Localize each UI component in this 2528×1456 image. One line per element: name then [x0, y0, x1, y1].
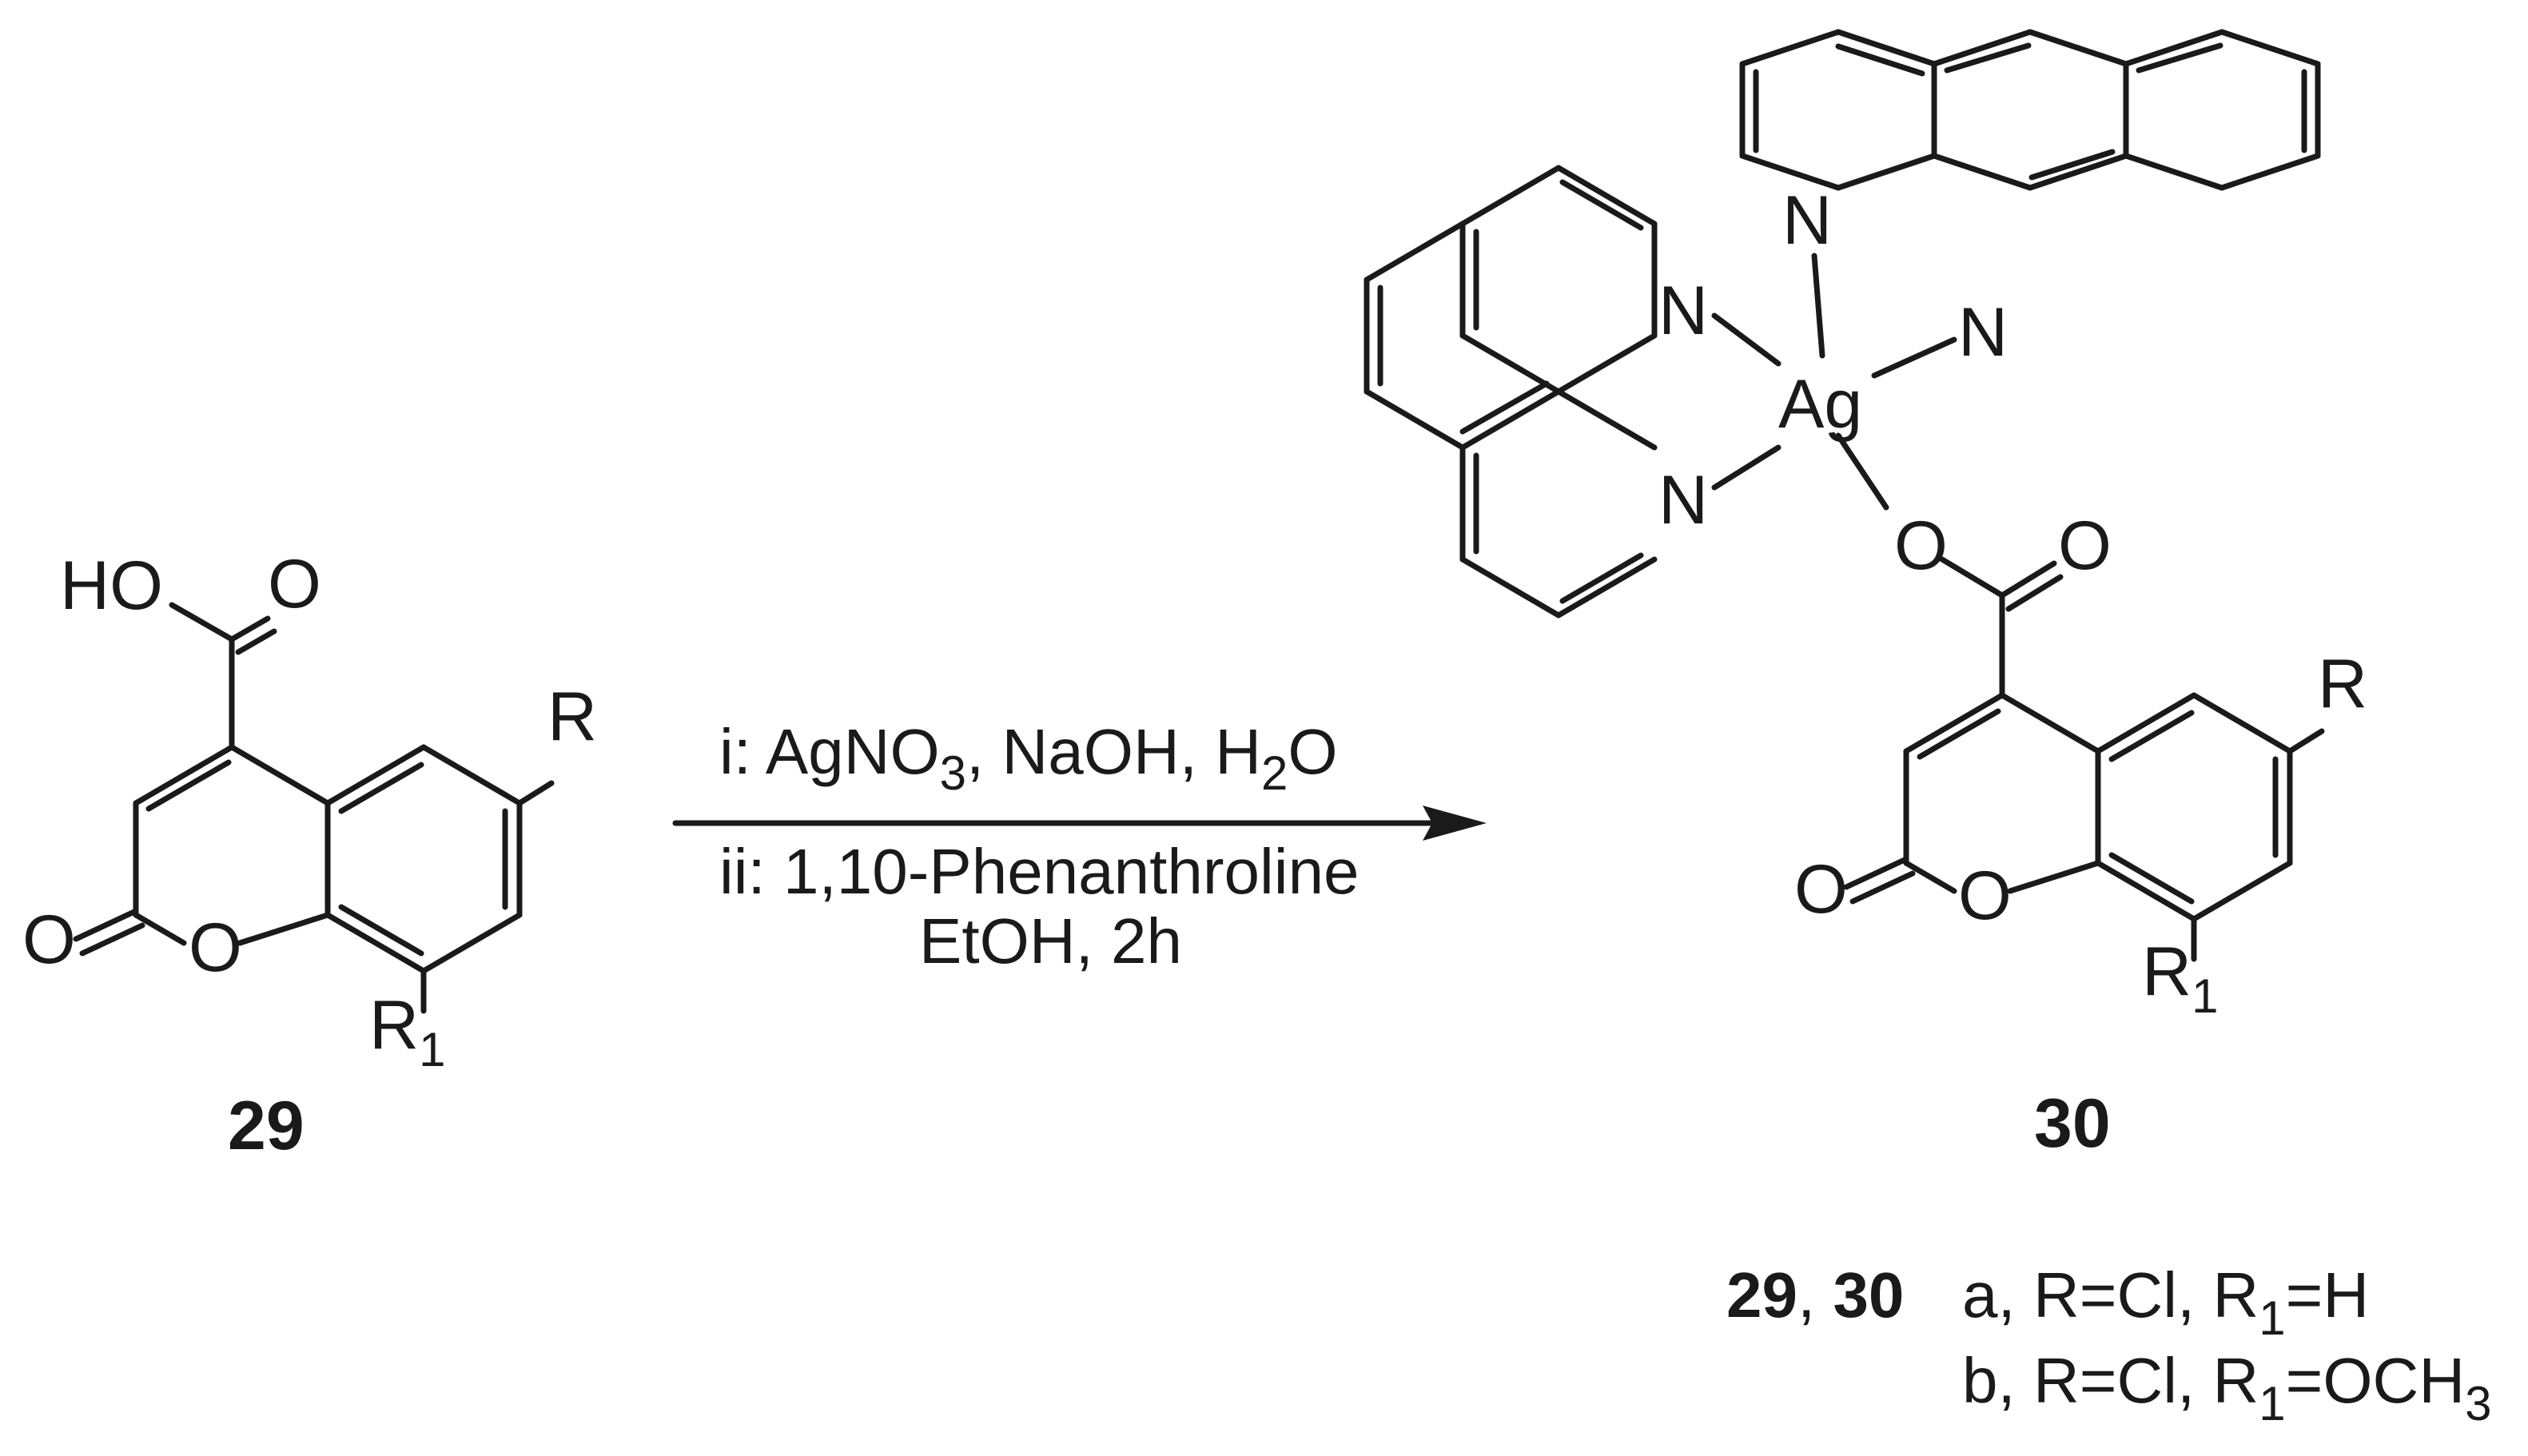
reactant-29-structure: HO O R O O R1 — [22, 546, 597, 1076]
condition-1-sub-2: 2 — [1261, 746, 1288, 800]
product-silver-label: Ag — [1778, 366, 1862, 443]
reactant-carboxyl-oxygen-label: O — [268, 546, 321, 623]
reactant-carbonyl-oxygen-label: O — [22, 901, 76, 978]
condition-1-sub-3: 3 — [940, 746, 966, 800]
product-carbonyl-oxygen-label: O — [2058, 507, 2112, 584]
product-nitrogen-2-label: N — [1958, 294, 2008, 371]
reactant-hydroxyl-label: HO — [60, 547, 163, 624]
arrow-head-icon — [1423, 806, 1487, 841]
variant-compound-30: 30 — [1833, 1259, 1904, 1331]
reactant-r1-label: R1 — [369, 987, 445, 1076]
condition-step-3: EtOH, 2h — [919, 905, 1182, 977]
product-r1-label: R1 — [2142, 933, 2218, 1023]
reactant-ring-oxygen-label: O — [189, 909, 242, 986]
variant-b-suffix: =OCH — [2286, 1345, 2466, 1416]
product-30-bonds — [1364, 29, 2325, 962]
reactant-29-bonds — [73, 602, 555, 1014]
product-ring-oxygen-label: O — [1958, 857, 2012, 934]
product-carboxylate-oxygen-label: O — [1894, 507, 1948, 584]
condition-1-prefix: i: AgNO — [719, 716, 940, 787]
condition-step-2: ii: 1,10-Phenanthroline — [719, 836, 1360, 907]
product-r-label: R — [2318, 646, 2367, 722]
reactant-r1-subscript: 1 — [419, 1023, 445, 1076]
reaction-arrow — [672, 806, 1487, 841]
product-30-label: 30 — [2034, 1085, 2111, 1162]
condition-step-1: i: AgNO3, NaOH, H2O — [719, 716, 1338, 800]
product-30-structure: N N N N Ag O O R O O R1 — [1364, 29, 2367, 1023]
condition-1-mid: , NaOH, H — [966, 716, 1261, 787]
product-r1-subscript: 1 — [2192, 969, 2218, 1023]
condition-1-suffix: O — [1288, 716, 1337, 787]
variant-a-prefix: a, R=Cl, R — [1962, 1259, 2259, 1331]
product-nitrogen-3-label: N — [1658, 273, 1708, 349]
variant-compounds: 29, 30 — [1726, 1259, 1904, 1331]
product-r1-main: R — [2142, 933, 2192, 1010]
variant-a: a, R=Cl, R1=H — [1962, 1259, 2369, 1345]
variant-compound-29: 29 — [1726, 1259, 1797, 1331]
variant-legend: 29, 30 a, R=Cl, R1=H b, R=Cl, R1=OCH3 — [1726, 1259, 2491, 1430]
variant-b: b, R=Cl, R1=OCH3 — [1962, 1345, 2491, 1430]
product-lactone-oxygen-label: O — [1794, 851, 1848, 928]
reactant-r1-main: R — [369, 987, 419, 1064]
variant-b-subscript-2: 3 — [2465, 1377, 2491, 1430]
variant-a-suffix: =H — [2286, 1259, 2370, 1331]
reactant-29-label: 29 — [228, 1088, 305, 1164]
variant-b-subscript: 1 — [2259, 1377, 2285, 1430]
variant-compound-separator: , — [1797, 1259, 1833, 1331]
reactant-r-label: R — [547, 678, 597, 755]
product-nitrogen-1-label: N — [1782, 182, 1832, 259]
product-nitrogen-4-label: N — [1658, 462, 1708, 539]
variant-a-subscript: 1 — [2259, 1291, 2285, 1345]
variant-b-prefix: b, R=Cl, R — [1962, 1345, 2259, 1416]
